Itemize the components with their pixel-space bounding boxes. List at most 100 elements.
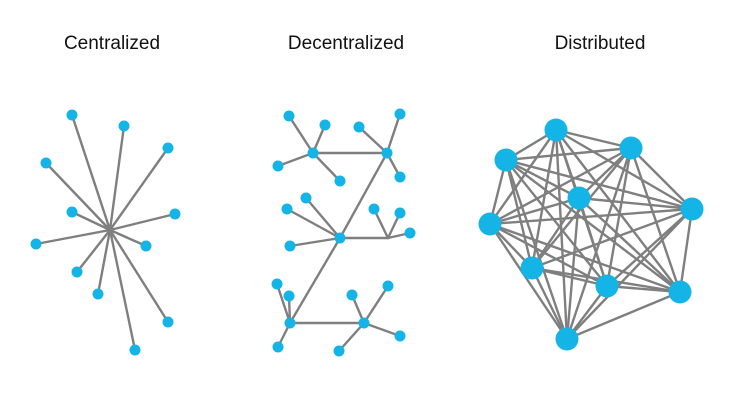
centralized-edge [108, 146, 170, 232]
distributed-edge [577, 196, 694, 211]
centralized-leaf-node [66, 206, 78, 218]
nodes [30, 108, 704, 357]
distributed-edge [504, 158, 609, 288]
distributed-edge [488, 196, 581, 226]
decentralized-edge [357, 125, 389, 155]
distributed-edge [554, 128, 569, 341]
distributed-edge [530, 207, 694, 270]
distributed-edge [488, 128, 558, 226]
distributed-edge [504, 158, 534, 270]
distributed-edge [530, 266, 569, 341]
distributed-edge [605, 284, 682, 294]
decentralized-edge [285, 207, 342, 240]
centralized-leaf-node [118, 120, 130, 132]
distributed-edge [577, 146, 633, 200]
title-decentralized: Decentralized [287, 33, 405, 54]
centralized-leaf-node [162, 316, 174, 328]
centralized-edge [70, 113, 112, 232]
decentralized-leaf-node [394, 171, 406, 183]
centralized-leaf-node [40, 157, 52, 169]
decentralized-leaf-node [346, 289, 358, 301]
decentralized-leaf-node [300, 192, 312, 204]
decentralized-leaf-node [394, 330, 406, 342]
decentralized-edge [362, 321, 402, 338]
decentralized-leaf-node [272, 341, 284, 353]
distributed-edge [605, 207, 694, 288]
centralized-leaf-node [71, 266, 83, 278]
distributed-node [567, 186, 591, 210]
decentralized-hub-node [307, 147, 319, 159]
decentralized-hub-node [381, 147, 393, 159]
centralized-edge [34, 228, 112, 246]
distributed-edge [577, 196, 682, 294]
distributed-edge [554, 128, 633, 150]
distributed-edge [629, 146, 682, 294]
decentralized-edge [385, 112, 402, 155]
distributed-edge [488, 146, 633, 226]
centralized-edge [108, 228, 137, 352]
decentralized-leaf-node [284, 240, 296, 252]
centralized-edge [44, 161, 112, 232]
decentralized-edge [311, 151, 342, 183]
centralized-leaf-node [140, 240, 152, 252]
centralized-leaf-node [162, 142, 174, 154]
distributed-edge [488, 222, 569, 341]
distributed-node [595, 274, 619, 298]
distributed-node [494, 148, 518, 172]
centralized-edge [108, 228, 170, 324]
centralized-leaf-node [30, 238, 42, 250]
distributed-edge [504, 158, 694, 211]
edges [34, 112, 694, 353]
decentralized-edge [288, 236, 342, 248]
centralized-leaf-node [169, 208, 181, 220]
title-distributed: Distributed [554, 33, 646, 54]
distributed-node [478, 212, 502, 236]
decentralized-edge [304, 196, 342, 240]
decentralized-edge [362, 284, 390, 325]
decentralized-edge [287, 114, 315, 155]
decentralized-leaf-node [319, 119, 331, 131]
distributed-edge [504, 158, 682, 294]
centralized-leaf-node [66, 109, 78, 121]
distributed-edge [678, 207, 694, 294]
decentralized-edge [337, 321, 366, 353]
decentralized-leaf-node [272, 160, 284, 172]
distributed-edge [629, 146, 694, 211]
distributed-edge [488, 222, 682, 294]
distributed-node [555, 327, 579, 351]
decentralized-edge [338, 151, 389, 240]
decentralized-leaf-node [334, 175, 346, 187]
decentralized-leaf-node [271, 278, 283, 290]
decentralized-leaf-node [404, 227, 416, 239]
distributed-node [680, 197, 704, 221]
decentralized-edge [288, 236, 342, 325]
distributed-node [544, 118, 568, 142]
distributed-edge [605, 146, 633, 288]
decentralized-edge [276, 151, 315, 168]
decentralized-leaf-node [353, 121, 365, 133]
distributed-node [668, 280, 692, 304]
centralized-edge [70, 210, 112, 232]
decentralized-leaf-node [283, 290, 295, 302]
centralized-edge [108, 212, 177, 232]
centralized-edge [108, 124, 126, 232]
distributed-edge [488, 222, 609, 288]
decentralized-hub-node [358, 317, 370, 329]
decentralized-leaf-node [333, 345, 345, 357]
distributed-node [619, 136, 643, 160]
centralized-leaf-node [129, 344, 141, 356]
decentralized-leaf-node [382, 280, 394, 292]
centralized-edge [75, 228, 112, 274]
title-centralized: Centralized [63, 33, 161, 54]
centralized-edge [108, 228, 148, 248]
decentralized-leaf-node [281, 203, 293, 215]
decentralized-edge [275, 282, 292, 325]
distributed-edge [565, 290, 682, 341]
decentralized-hub-node [284, 317, 296, 329]
decentralized-leaf-node [283, 110, 295, 122]
distributed-edge [504, 146, 633, 162]
distributed-edge [488, 207, 694, 226]
decentralized-leaf-node [368, 203, 380, 215]
distributed-node [520, 256, 544, 280]
